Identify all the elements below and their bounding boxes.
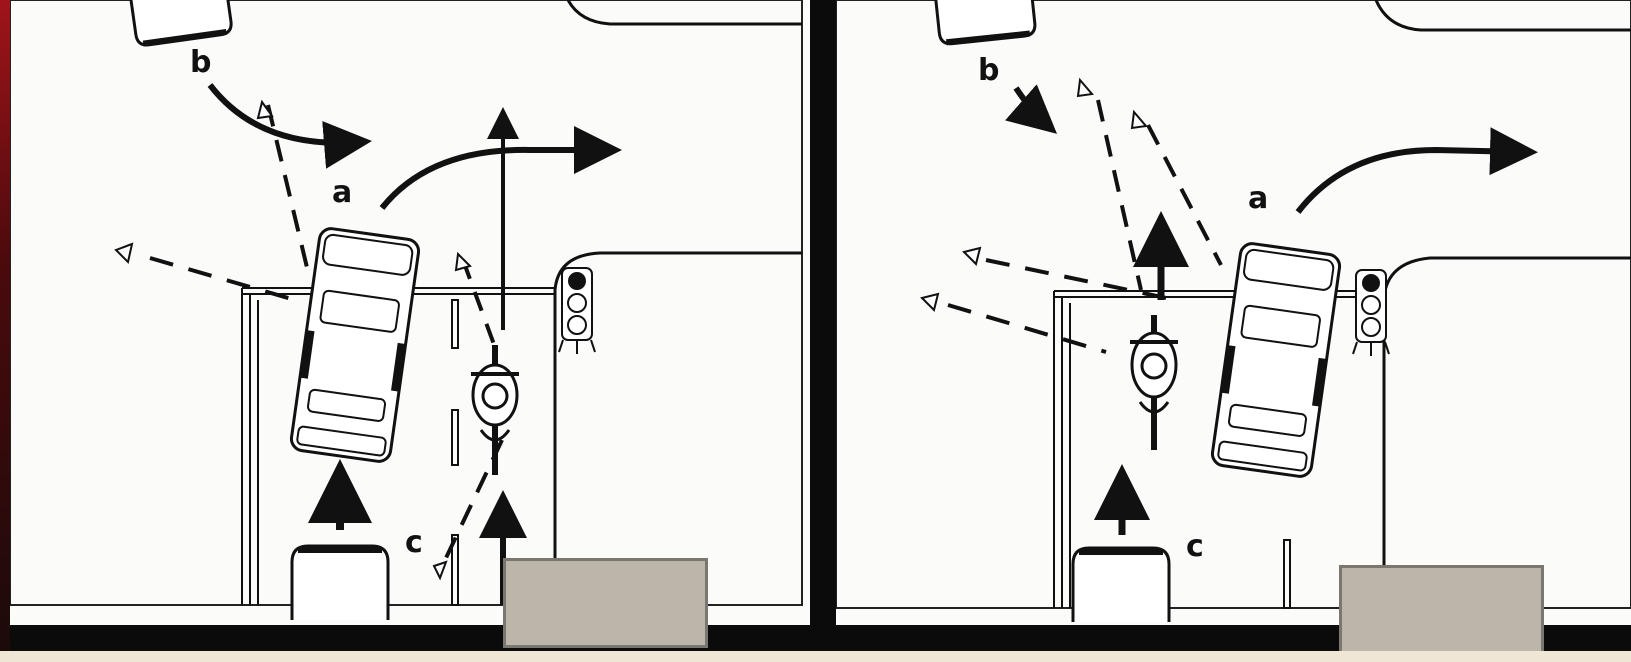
eye-marker xyxy=(1130,109,1148,130)
sight-line xyxy=(266,104,312,281)
sight-line xyxy=(461,259,498,351)
lane-divider xyxy=(451,409,459,466)
eye-marker xyxy=(114,242,134,264)
caption-placeholder-left xyxy=(503,558,708,648)
lane-divider xyxy=(1283,539,1291,609)
eye-marker xyxy=(256,99,274,120)
intersection-scene-left: b a c xyxy=(10,0,803,620)
sight-line xyxy=(443,439,504,561)
eye-marker xyxy=(432,560,448,581)
eye-marker xyxy=(920,292,940,312)
sight-line xyxy=(1096,99,1143,291)
sight-line xyxy=(985,258,1177,302)
car-a xyxy=(289,227,421,463)
traffic-light xyxy=(1352,269,1390,356)
label-b: b xyxy=(978,53,999,88)
eye-marker xyxy=(962,246,982,266)
label-c: c xyxy=(405,525,423,560)
label-a: a xyxy=(1248,181,1268,216)
lane-divider xyxy=(451,299,459,349)
sight-line xyxy=(1146,124,1223,266)
car-b xyxy=(932,0,1037,46)
motorcycle xyxy=(471,345,519,475)
path-arrow-b xyxy=(207,83,372,169)
curb-corner-right xyxy=(1382,256,1631,608)
intersection-diagram-right: b a c xyxy=(836,0,1631,625)
car-a xyxy=(1210,242,1342,478)
eye-marker xyxy=(1076,77,1094,98)
sight-line xyxy=(149,256,303,304)
road-edge-left xyxy=(241,288,259,605)
car-c xyxy=(1071,546,1171,622)
path-arrow-a xyxy=(379,126,622,210)
sight-line xyxy=(947,303,1107,354)
label-b: b xyxy=(190,45,211,80)
curb-corner-right xyxy=(553,251,802,605)
car-c xyxy=(290,544,390,620)
curb-top-right xyxy=(1374,0,1631,32)
traffic-light xyxy=(558,267,596,354)
road-edge-left xyxy=(1053,291,1071,608)
intersection-scene-right: b a c xyxy=(836,0,1631,622)
motorcycle xyxy=(1130,315,1178,450)
label-c: c xyxy=(1186,529,1204,564)
curb-top-right xyxy=(566,0,802,26)
path-arrow-b xyxy=(1005,84,1058,134)
path-arrow-a xyxy=(1295,127,1538,214)
caption-placeholder-right xyxy=(1339,565,1544,655)
intersection-diagram-left: b a c xyxy=(10,0,810,625)
label-a: a xyxy=(332,175,352,210)
car-b xyxy=(127,0,233,47)
eye-marker xyxy=(454,251,472,272)
red-edge-decoration xyxy=(0,0,10,662)
bottom-band xyxy=(0,651,1631,662)
lane-divider xyxy=(451,534,459,606)
